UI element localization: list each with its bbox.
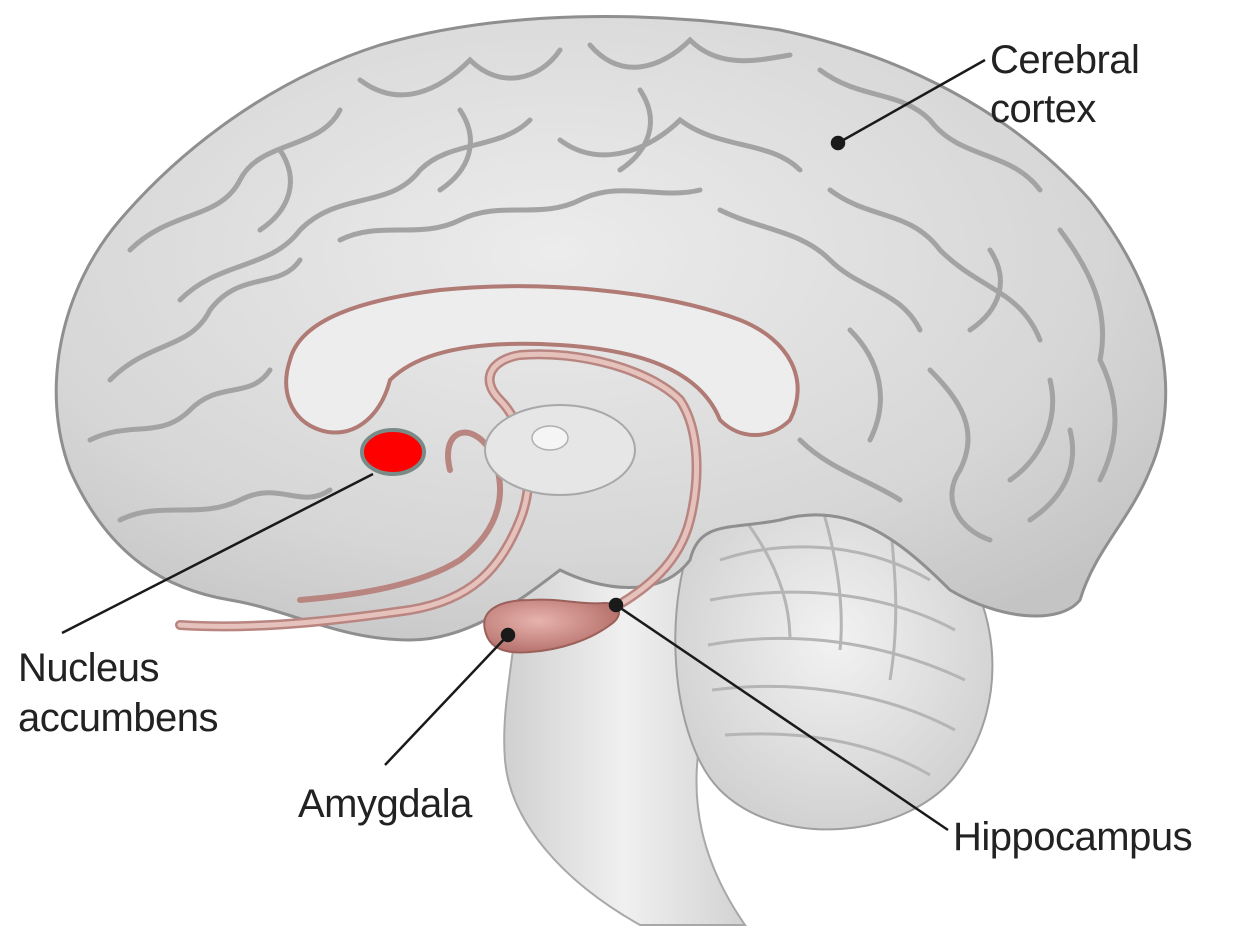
label-hippocampus: Hippocampus xyxy=(953,815,1192,859)
leader-line-amygdala xyxy=(385,635,508,765)
label-cerebral-cortex-line2: cortex xyxy=(990,87,1096,131)
label-cerebral-cortex-line1: Cerebral xyxy=(990,38,1139,82)
label-amygdala: Amygdala xyxy=(298,782,473,826)
label-nucleus-accumbens-line2: accumbens xyxy=(18,696,218,740)
pineal-body xyxy=(532,426,568,450)
leader-dot-amygdala xyxy=(502,629,514,641)
nucleus-accumbens-marker xyxy=(362,430,424,474)
leader-dot-hippocampus xyxy=(610,599,622,611)
leader-dot-cerebral-cortex xyxy=(832,137,844,149)
thalamus xyxy=(485,405,635,495)
label-nucleus-accumbens-line1: Nucleus xyxy=(18,646,159,690)
